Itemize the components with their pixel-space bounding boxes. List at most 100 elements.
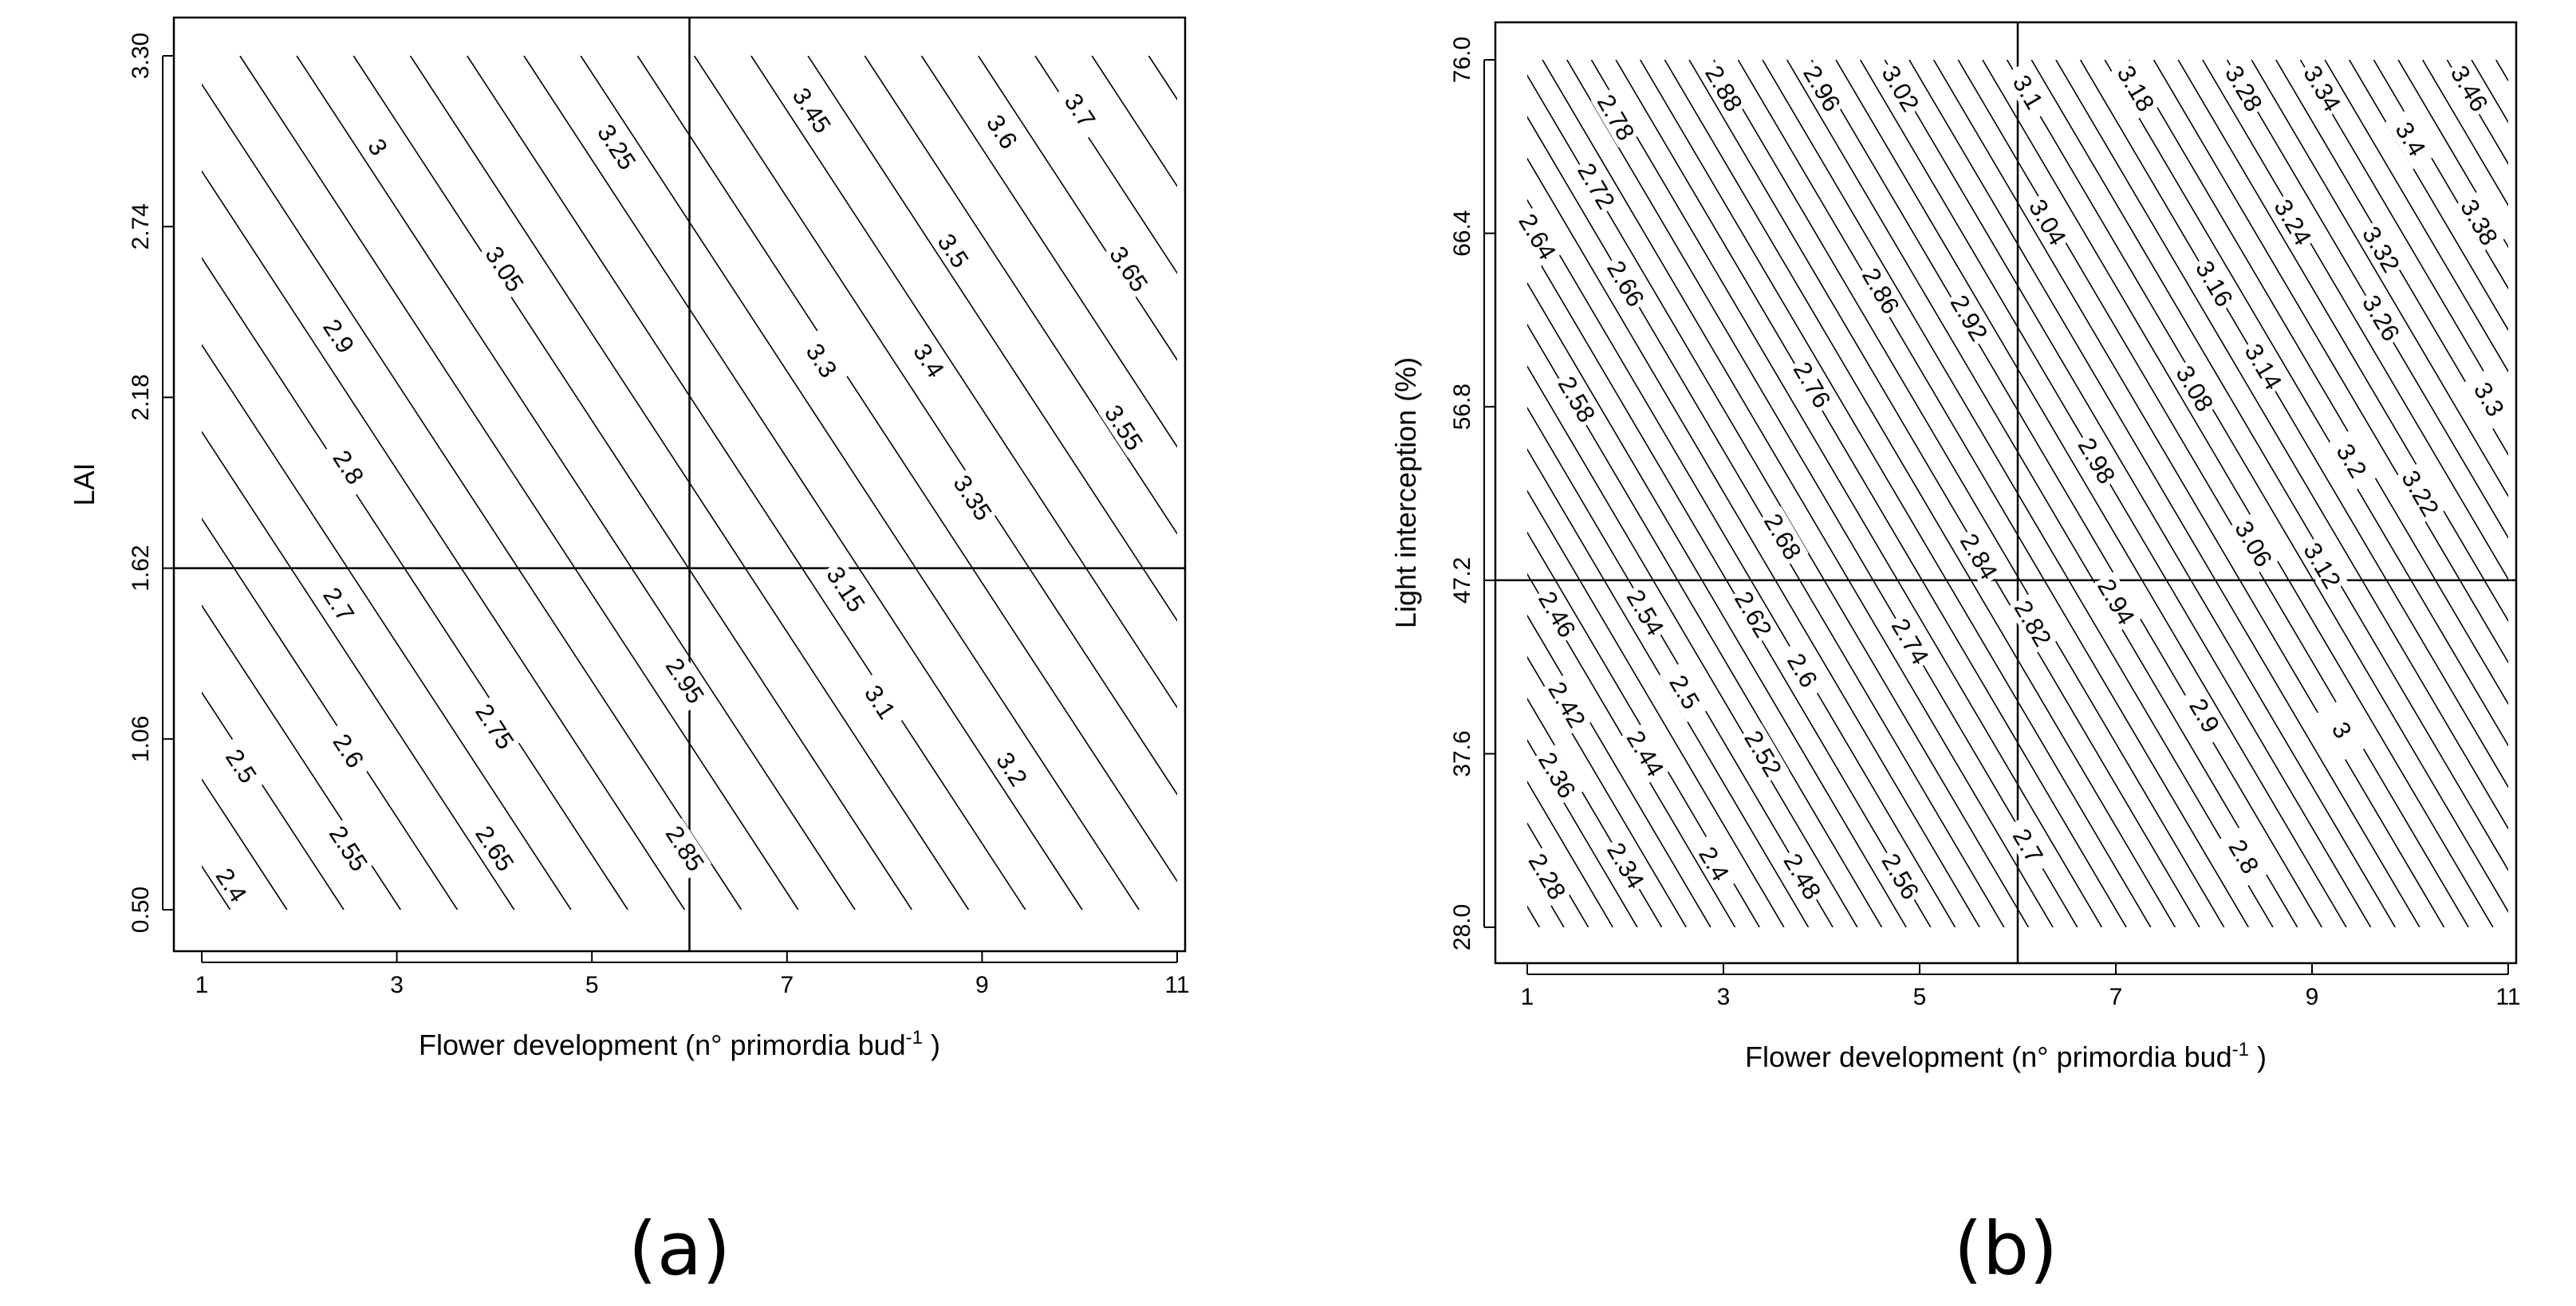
contour-line bbox=[1527, 116, 2005, 927]
x-tick-label: 3 bbox=[390, 972, 404, 998]
contour-label-bg bbox=[659, 818, 712, 879]
y-tick-label: 2.18 bbox=[128, 374, 154, 420]
x-tick-label: 1 bbox=[195, 972, 209, 998]
contour-label-bg bbox=[2090, 571, 2142, 632]
contour-line bbox=[1527, 199, 1956, 927]
contour-label-bg bbox=[853, 671, 907, 733]
contour-label-bg bbox=[1600, 253, 1652, 314]
contour-label-bg bbox=[352, 116, 404, 177]
contour-label-group: 3.6 bbox=[975, 101, 1029, 162]
contour-line bbox=[202, 344, 572, 910]
x-tick-label: 11 bbox=[1164, 972, 1189, 998]
contour-label-bg bbox=[2007, 592, 2059, 654]
contour-label-group: 2.9 bbox=[313, 305, 365, 367]
contour-label-group: 3.26 bbox=[2356, 287, 2407, 348]
contour-line bbox=[1527, 323, 1883, 927]
y-tick-label: 0.50 bbox=[128, 887, 154, 933]
contour-label-bg bbox=[313, 305, 365, 367]
contour-line bbox=[1786, 60, 2298, 927]
y-tick-label: 3.30 bbox=[128, 33, 154, 79]
contour-label-bg bbox=[1777, 846, 1829, 907]
contour-line bbox=[2153, 60, 2508, 664]
contour-line bbox=[1615, 60, 2127, 927]
y-tick-label: 76.0 bbox=[1449, 37, 1475, 83]
contour-line bbox=[920, 56, 1177, 448]
contour-label-bg bbox=[1944, 287, 1995, 348]
contour-line bbox=[1527, 863, 1565, 927]
contour-label-bg bbox=[2356, 287, 2407, 348]
contour-line bbox=[2055, 60, 2508, 830]
y-tick-label: 2.74 bbox=[128, 203, 154, 250]
contour-label-group: 2.56 bbox=[1875, 846, 1927, 907]
contour-label-group: 2.8 bbox=[2218, 826, 2270, 887]
plot-frame bbox=[1494, 21, 2518, 965]
contour-label-group: 2.64 bbox=[1512, 206, 1564, 267]
x-axis-label: Flower development (n° primordia bud-1 ) bbox=[419, 1027, 940, 1061]
contour-label-group: 2.7 bbox=[2003, 815, 2054, 876]
y-tick-label: 37.6 bbox=[1449, 730, 1475, 777]
contour-line bbox=[1527, 406, 1834, 927]
contour-label-group: 2.4 bbox=[205, 855, 258, 915]
contour-label-group: 2.4 bbox=[1688, 833, 1740, 895]
y-tick-label: 47.2 bbox=[1449, 557, 1475, 604]
contour-label-group: 2.55 bbox=[322, 818, 376, 879]
x-axis-label-end: ) bbox=[2249, 1040, 2267, 1073]
contour-label-bg bbox=[2003, 61, 2054, 123]
contour-line bbox=[1810, 60, 2323, 927]
contour-label-bg bbox=[1522, 846, 1574, 907]
contour-label-bg bbox=[786, 80, 839, 141]
contour-label-group: 2.48 bbox=[1777, 846, 1829, 907]
contour-label-group: 3.55 bbox=[1097, 397, 1151, 458]
contour-label-group: 2.65 bbox=[468, 818, 522, 879]
contour-label-bg bbox=[1688, 833, 1740, 895]
contour-label-bg bbox=[313, 574, 365, 635]
contour-label-group: 2.6 bbox=[1777, 639, 1829, 701]
contour-label-bg bbox=[1542, 674, 1593, 735]
contour-label-bg bbox=[322, 818, 376, 879]
contour-line bbox=[296, 56, 856, 910]
contour-label-bg bbox=[2297, 535, 2349, 596]
contour-line bbox=[1688, 60, 2200, 927]
y-tick-label: 56.8 bbox=[1449, 384, 1475, 430]
contour-label-group: 3.22 bbox=[2395, 462, 2447, 524]
contour-line bbox=[978, 56, 1177, 361]
contour-line bbox=[2324, 60, 2508, 373]
contour-line bbox=[864, 56, 1177, 535]
contour-line bbox=[1034, 56, 1177, 274]
contour-label-group: 3.14 bbox=[2238, 336, 2290, 397]
x-tick-label: 9 bbox=[975, 972, 989, 998]
contour-line bbox=[1932, 60, 2445, 927]
contour-line bbox=[1527, 655, 1687, 927]
x-tick-label: 5 bbox=[585, 972, 599, 998]
contour-line bbox=[580, 56, 1140, 910]
contour-label-bg bbox=[1102, 238, 1156, 299]
contour-label-bg bbox=[1531, 745, 1583, 806]
contour-label-group: 3.1 bbox=[853, 671, 907, 733]
contour-label-bg bbox=[2297, 57, 2349, 119]
contour-label-group: 2.54 bbox=[1620, 582, 1672, 643]
x-tick-label: 1 bbox=[1521, 984, 1534, 1010]
contour-lines bbox=[1527, 60, 2508, 927]
contour-label-bg bbox=[2218, 57, 2270, 119]
x-axis-label: Flower development (n° primordia bud-1 ) bbox=[1745, 1039, 2267, 1073]
contour-line bbox=[202, 83, 742, 910]
contour-label-group: 3.1 bbox=[2003, 61, 2054, 123]
contour-line bbox=[1527, 157, 1980, 927]
contour-label-bg bbox=[1796, 57, 1848, 119]
contour-label-bg bbox=[2238, 336, 2290, 397]
contour-label-bg bbox=[468, 818, 522, 879]
contour-line bbox=[1148, 56, 1177, 100]
panel-caption: (b) bbox=[1954, 1206, 2058, 1292]
contour-line bbox=[2226, 60, 2508, 539]
contour-line bbox=[1859, 60, 2372, 927]
contour-label-bg bbox=[1953, 525, 2005, 587]
contour-line bbox=[2275, 60, 2508, 456]
contour-label-bg bbox=[975, 101, 1029, 162]
x-tick-label: 7 bbox=[780, 972, 794, 998]
contour-label-bg bbox=[1786, 354, 1838, 415]
contour-label-bg bbox=[479, 238, 531, 299]
y-tick-label: 1.62 bbox=[128, 545, 154, 591]
contour-label-group: 2.8 bbox=[322, 437, 376, 498]
